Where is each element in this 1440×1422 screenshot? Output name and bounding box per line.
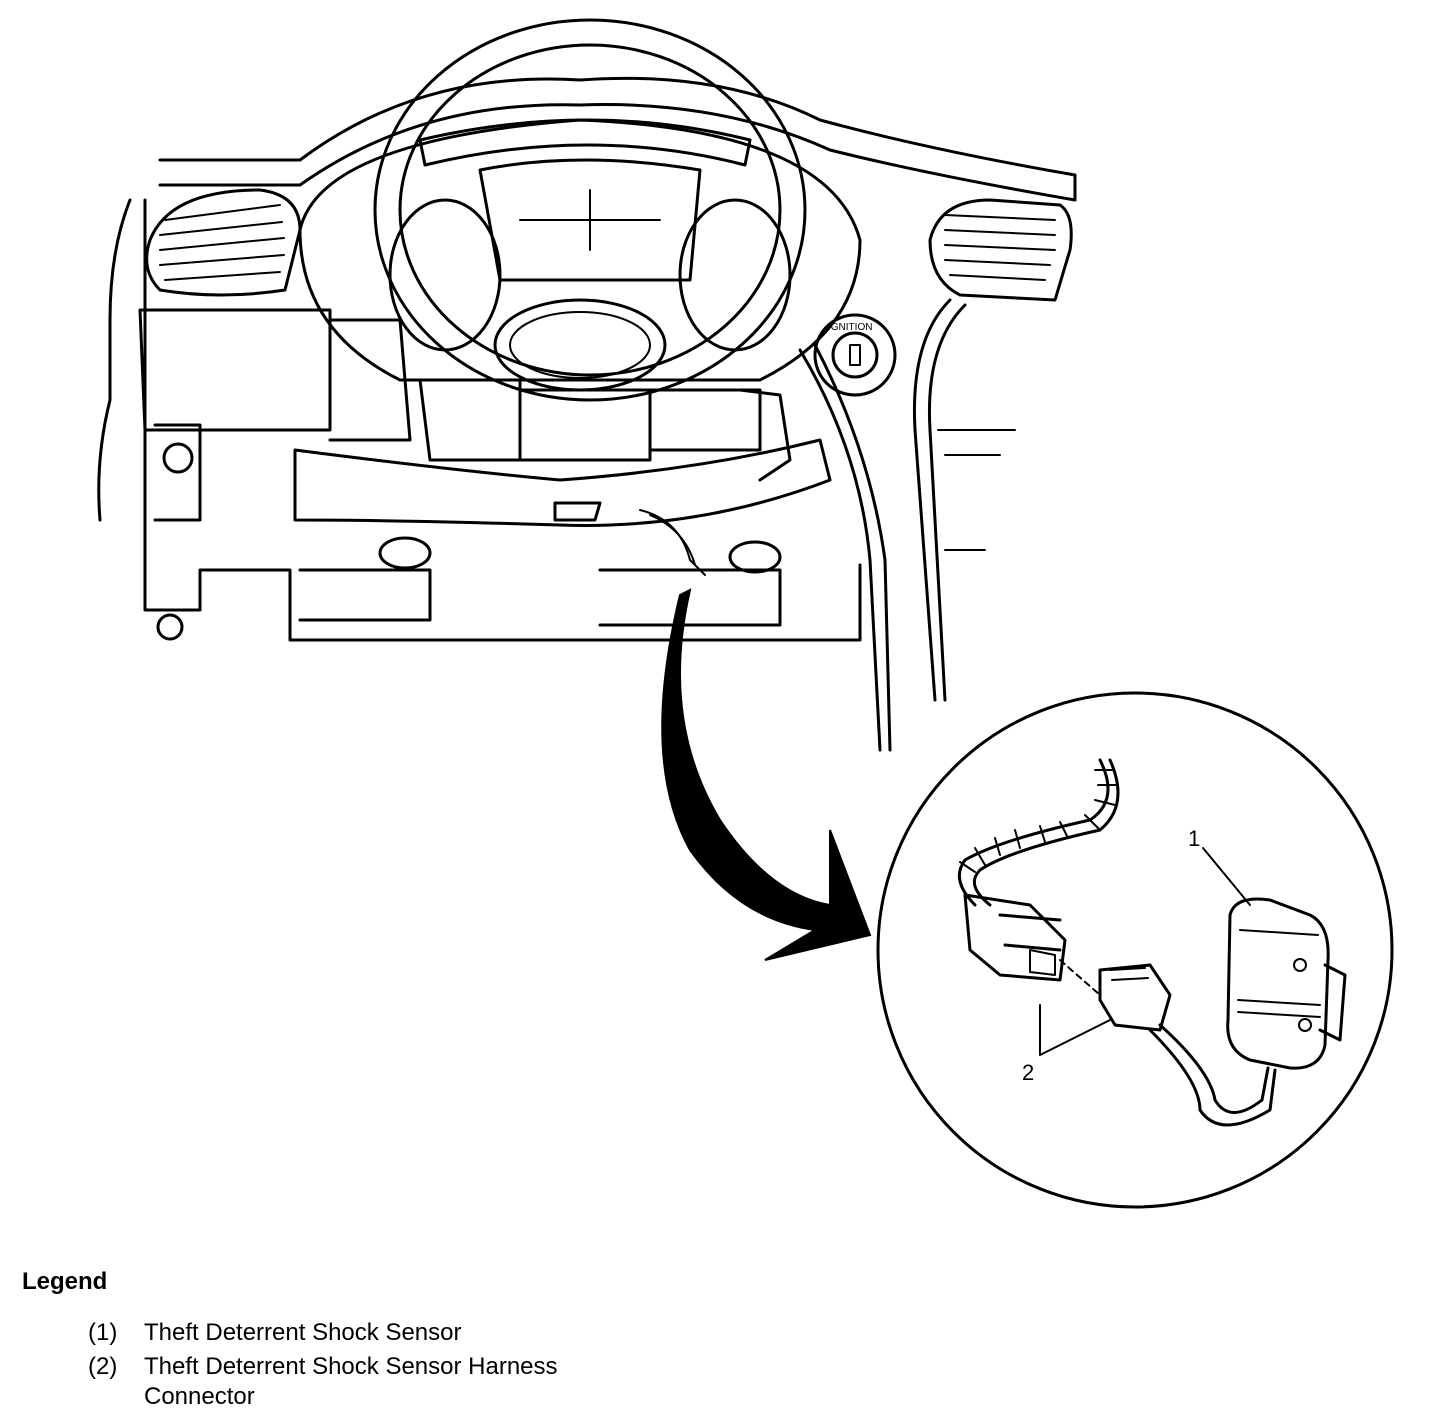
legend-item-number: (1) [88, 1319, 118, 1346]
right-pillar-trim [798, 298, 967, 752]
steering-wheel [373, 18, 807, 402]
ignition-switch: IGNITION [813, 313, 897, 397]
callout-1-label: 1 [1188, 826, 1200, 851]
steering-column [138, 308, 832, 641]
callout-2-label: 2 [1022, 1060, 1034, 1085]
harness-wire-location [639, 509, 706, 576]
ignition-label: IGNITION [828, 322, 872, 333]
legend-item-text: Theft Deterrent Shock Sensor [144, 1319, 462, 1346]
legend-item: (2) Theft Deterrent Shock Sensor Harness… [88, 1352, 688, 1412]
legend-item: (1) Theft Deterrent Shock Sensor [88, 1318, 688, 1348]
dashboard-diagram: IGNITION [97, 18, 1394, 1209]
legend-list: (1) Theft Deterrent Shock Sensor (2) The… [88, 1318, 688, 1416]
legend-item-text: Theft Deterrent Shock Sensor Harness Con… [144, 1353, 558, 1410]
right-air-vent [928, 198, 1073, 302]
legend-title: Legend [22, 1268, 108, 1295]
legend-item-number: (2) [88, 1353, 118, 1380]
dashboard-outline [97, 76, 1077, 642]
pointer-arrow [661, 588, 872, 961]
detail-inset: 1 2 [876, 691, 1394, 1209]
left-air-vent [145, 188, 302, 297]
